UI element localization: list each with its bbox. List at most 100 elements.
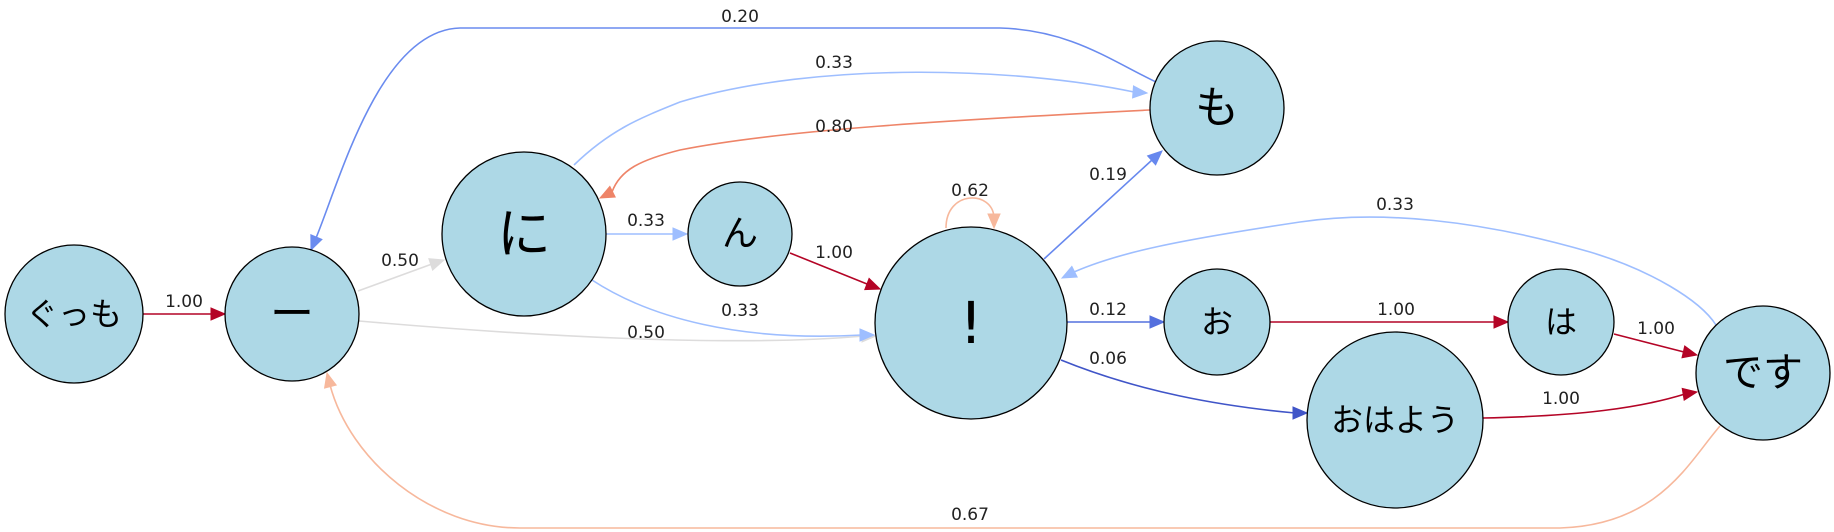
node-dash: ー [224,246,360,382]
node-circle [224,246,360,382]
node-desu: です [1695,305,1831,441]
arrowhead [864,277,882,291]
edge-n-to-excl [789,252,882,291]
edge-label: 1.00 [1377,300,1415,320]
edge-line [789,252,868,285]
edge-excl-to-excl [945,197,1001,230]
arrowhead [598,185,616,199]
node-excl: ! [874,226,1068,420]
edge-ohayou-to-desu [1482,387,1699,419]
edge-label: 1.00 [815,243,853,263]
edge-desu-to-excl [1060,216,1717,326]
edge-line [1060,359,1296,414]
edge-line [315,27,1157,239]
arrowhead [323,371,338,389]
node-circle [874,226,1068,420]
edge-line [1482,393,1686,419]
edge-label: 0.33 [815,53,853,73]
edge-excl-to-ohayou [1060,359,1309,420]
node-o: お [1163,268,1271,376]
arrowhead [1132,85,1149,99]
edge-line [591,279,863,338]
edge-label: 1.00 [1637,319,1675,339]
edge-label: 0.33 [1376,195,1414,215]
edge-o-to-ha [1270,315,1510,329]
node-label: ぐっも [26,295,122,333]
arrowhead [1292,406,1309,420]
edge-mo-to-ni [598,109,1151,199]
edge-excl-to-mo [1043,150,1163,260]
edge-line [573,71,1135,166]
edge-ni-to-excl [591,279,876,342]
arrowhead [1149,315,1166,329]
edge-gutsumo-to-dash [143,307,227,321]
edge-excl-to-o [1067,315,1166,329]
arrowhead [1493,315,1510,329]
node-mo: も [1149,40,1285,176]
node-circle [1507,268,1615,376]
edge-line [945,197,995,229]
node-circle [4,244,144,384]
node-circle [1695,305,1831,441]
edge-label: 0.50 [627,323,665,343]
edge-line [1613,333,1685,353]
node-label: ー [270,289,314,340]
node-label: は [1545,303,1577,341]
arrowhead [310,234,323,252]
arrowhead [987,213,1001,230]
edge-ni-to-mo [573,71,1149,166]
arrowhead [859,328,876,342]
node-label: です [1723,350,1803,396]
edge-dash-to-excl [358,320,878,343]
arrowhead [672,227,689,241]
node-label: お [1201,303,1233,341]
edge-label: 0.80 [815,117,853,137]
node-ohayou: おはよう [1306,331,1484,509]
edge-ha-to-desu [1613,333,1699,359]
node-label: も [1195,83,1239,134]
arrowhead [1146,150,1163,166]
edge-label: 0.20 [721,7,759,27]
node-circle [1149,40,1285,176]
node-label: おはよう [1331,401,1459,439]
edge-line [1043,159,1153,260]
node-circle [687,181,793,287]
arrowhead [1060,265,1078,279]
node-label: ん [722,214,758,255]
edge-label: 1.00 [1542,389,1580,409]
edge-dash-to-ni [357,258,446,292]
edge-line [329,384,1721,529]
edge-line [358,320,865,342]
node-circle [441,151,607,317]
edge-label: 0.33 [627,211,665,231]
arrowhead [1681,345,1699,359]
edge-label: 0.12 [1089,300,1127,320]
node-ni: に [441,151,607,317]
edges-layer [143,27,1721,529]
edge-desu-to-dash [323,371,1721,529]
arrowhead [210,307,227,321]
arrowhead [428,258,446,271]
edge-labels-layer: 1.00 0.50 0.50 0.33 0.33 0.33 1.00 0.62 0.19 0.12… [165,7,1675,525]
node-circle [1163,268,1271,376]
edge-line [1073,216,1717,326]
edge-mo-to-dash [310,27,1157,252]
node-n: ん [687,181,793,287]
edge-line [357,263,433,292]
edge-line [611,109,1151,193]
edge-label: 1.00 [165,292,203,312]
node-circle [1306,331,1484,509]
node-gutsumo: ぐっも [4,244,144,384]
edge-label: 0.33 [721,301,759,321]
node-label: に [497,203,551,266]
edge-label: 0.06 [1089,349,1127,369]
edge-ni-to-n [606,227,689,241]
edge-label: 0.50 [381,251,419,271]
node-ha: は [1507,268,1615,376]
edge-label: 0.67 [951,505,989,525]
edge-label: 0.62 [951,181,989,201]
arrowhead [1681,387,1699,402]
edge-label: 0.19 [1089,165,1127,185]
